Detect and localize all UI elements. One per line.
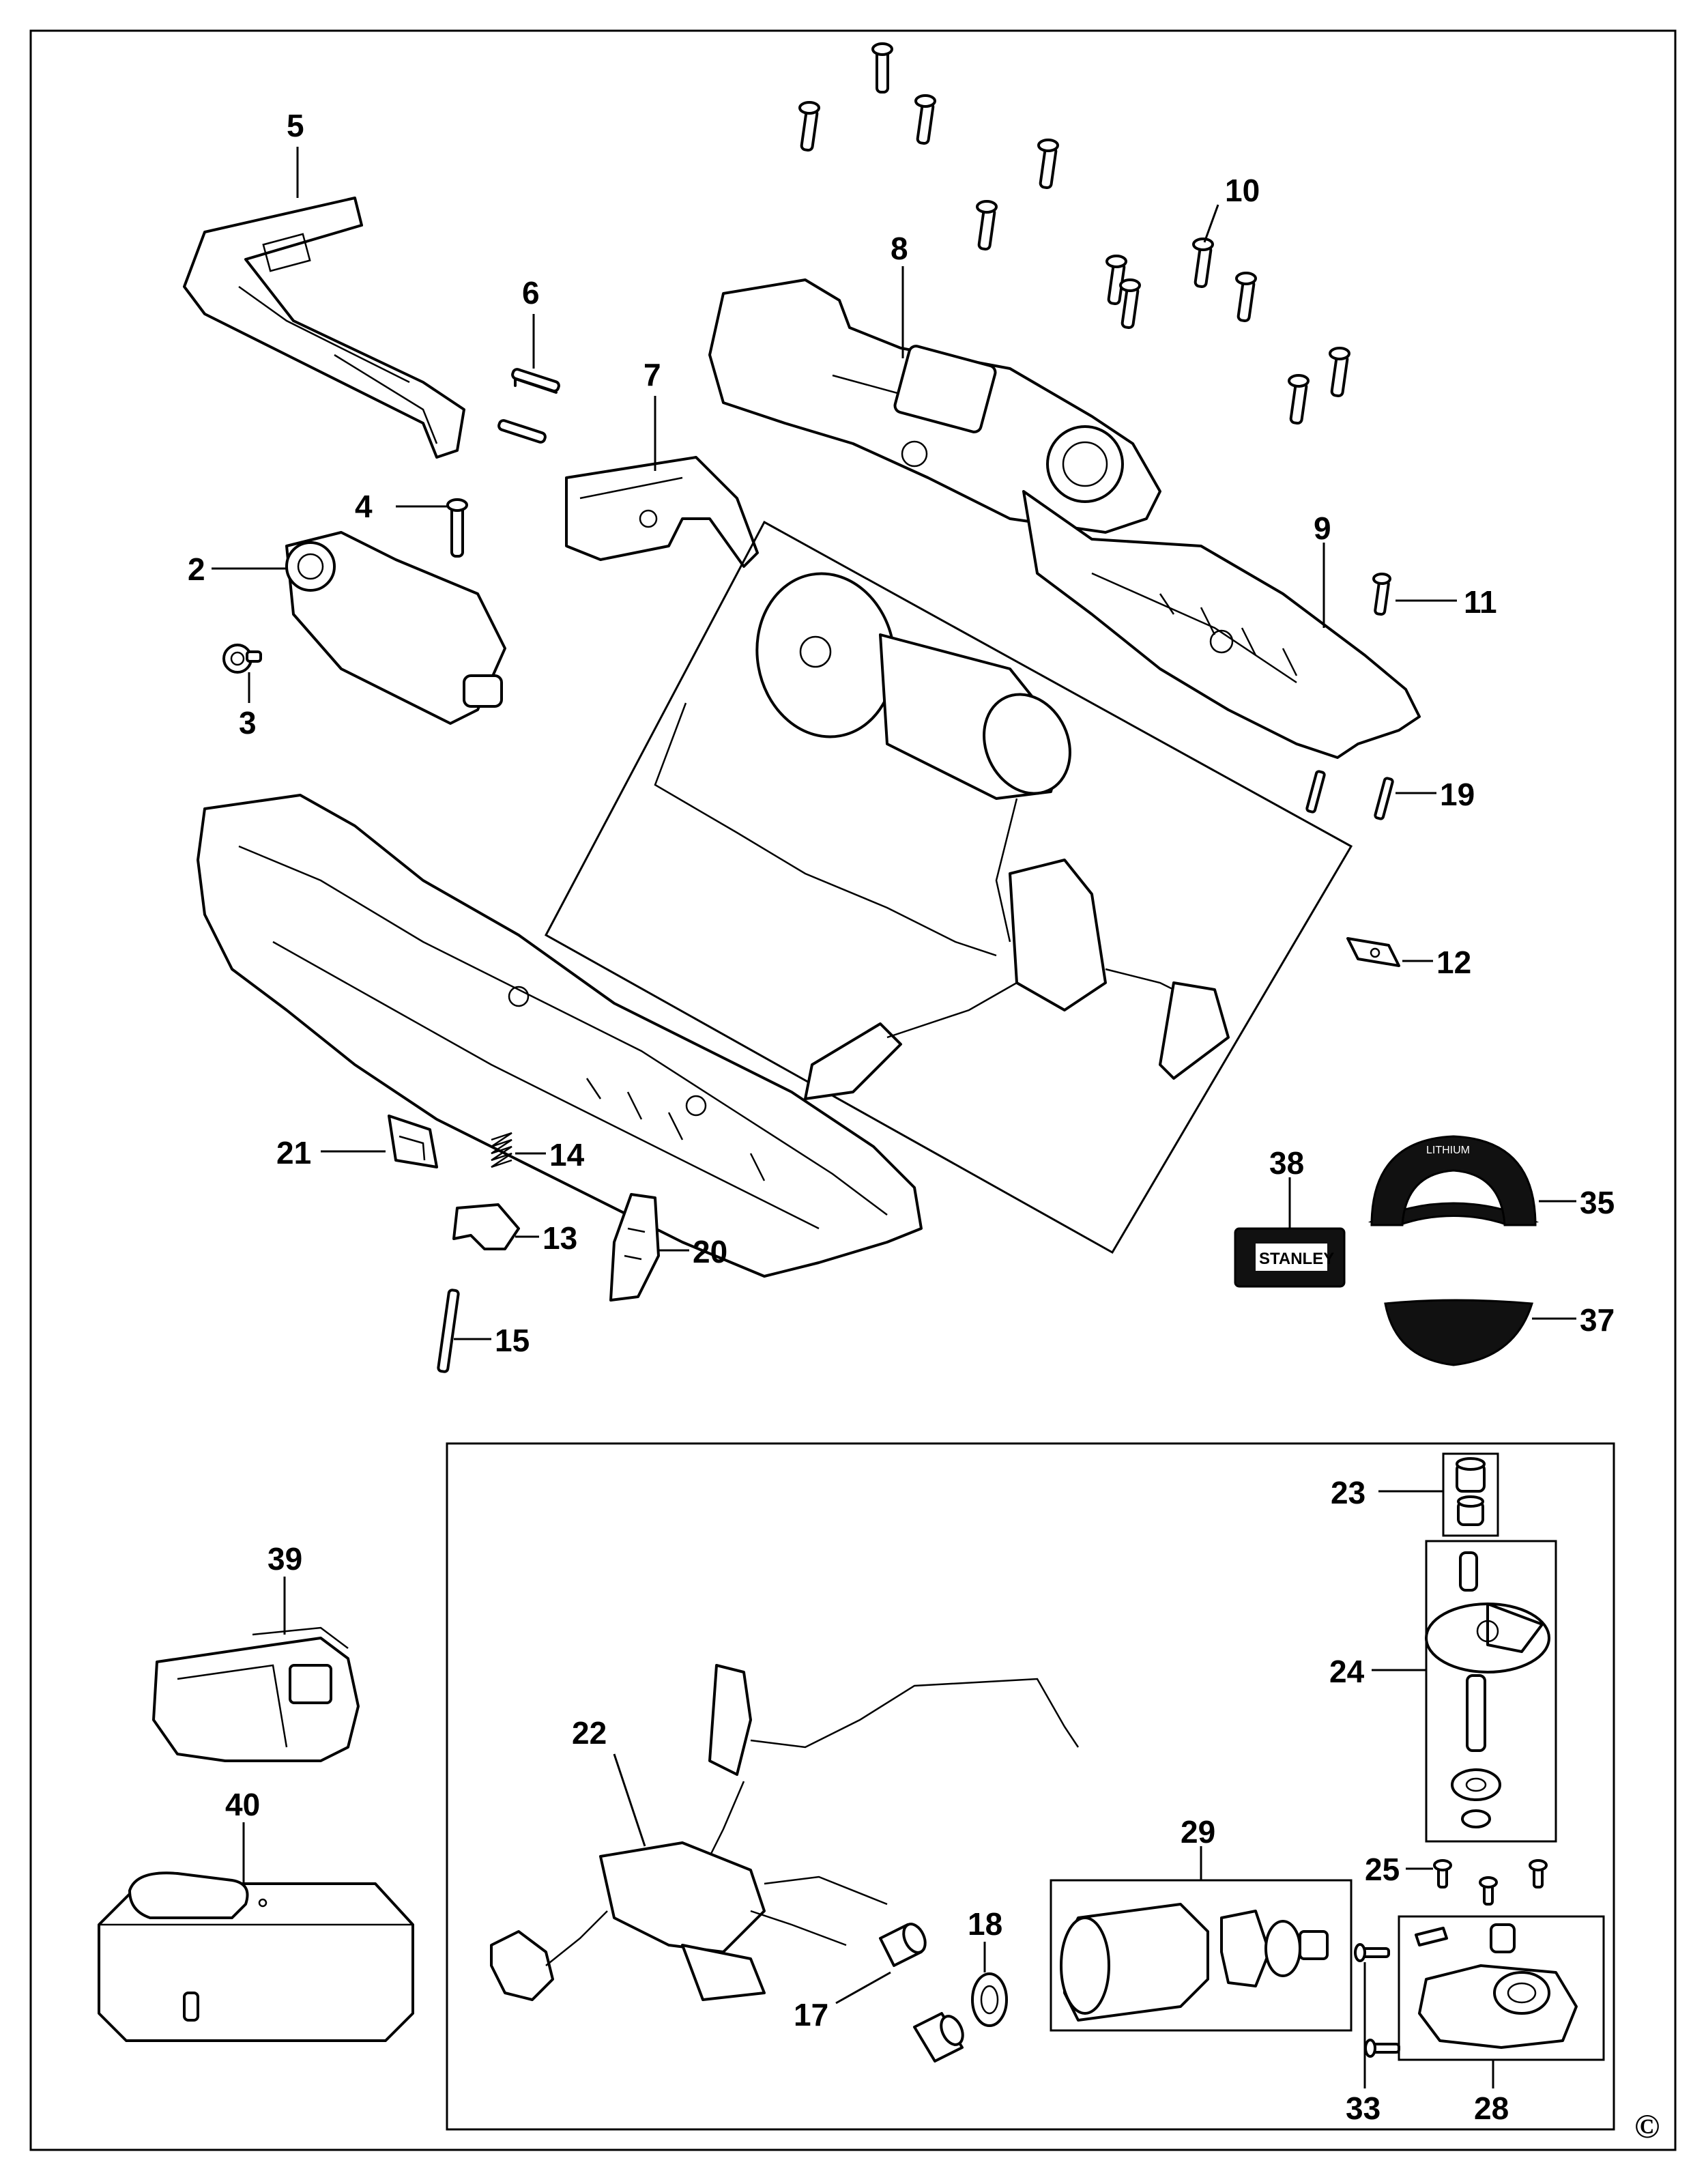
callout-10: 10: [1225, 173, 1260, 208]
part-23-bushings: [1456, 1457, 1486, 1526]
callout-38: 38: [1269, 1145, 1304, 1181]
callout-12: 12: [1436, 945, 1471, 980]
inset-motor-assembly: [654, 572, 1230, 1100]
part-28-gear-housing: [1415, 1923, 1578, 2049]
sticker-label: LITHIUM: [1426, 1145, 1470, 1156]
callout-18: 18: [968, 1906, 1002, 1942]
callout-24: 24: [1329, 1654, 1365, 1689]
callout-14: 14: [549, 1137, 585, 1173]
part-20-trigger: [609, 1193, 660, 1302]
callout-23: 23: [1331, 1475, 1365, 1510]
part-28-box: [1398, 1915, 1605, 2061]
part-6-pins: [497, 368, 560, 444]
callout-11: 11: [1464, 584, 1497, 620]
part-33-screws: [1354, 1943, 1400, 2058]
part-14-spring: [491, 1132, 512, 1168]
callout-8: 8: [891, 231, 908, 266]
callout-9: 9: [1314, 511, 1331, 546]
callout-39: 39: [268, 1541, 302, 1577]
part-5-guard: [183, 197, 465, 459]
callout-3: 3: [239, 705, 257, 741]
part-39-battery: [152, 1626, 360, 1762]
part-12-block: [1346, 937, 1400, 967]
callout-28: 28: [1474, 2090, 1509, 2126]
callout-25: 25: [1365, 1852, 1400, 1887]
callout-20: 20: [693, 1234, 727, 1269]
callout-17: 17: [794, 1997, 828, 2032]
part-19-pins: [1305, 770, 1394, 820]
inset-box-motor: [544, 520, 1353, 1254]
callout-21: 21: [276, 1135, 311, 1170]
part-37-sticker: [1384, 1299, 1533, 1366]
callout-2: 2: [188, 551, 205, 587]
callout-6: 6: [522, 275, 540, 311]
part-10-screws: [798, 42, 1350, 425]
callout-35: 35: [1580, 1185, 1615, 1220]
part-24-box: [1425, 1540, 1557, 1843]
callout-19: 19: [1440, 777, 1475, 812]
part-29-motor: [1060, 1903, 1329, 2022]
callout-37: 37: [1580, 1302, 1615, 1338]
callout-22: 22: [572, 1715, 607, 1751]
part-23-box: [1442, 1452, 1499, 1537]
callout-13: 13: [543, 1220, 577, 1256]
part-17-sleeves: [879, 1923, 964, 2063]
copyright-mark: ©: [1634, 2107, 1660, 2145]
part-38-badge: STANLEY: [1234, 1227, 1346, 1288]
badge-label: STANLEY: [1259, 1250, 1334, 1268]
part-25-screws: [1433, 1859, 1548, 1906]
part-15-pin: [437, 1289, 460, 1373]
part-24-gear: [1425, 1551, 1550, 1828]
callout-4: 4: [355, 489, 373, 524]
callout-33: 33: [1346, 2090, 1380, 2126]
part-2-clamp: [285, 531, 506, 725]
housing-lower-left: [197, 794, 923, 1278]
lower-section-box: [446, 1442, 1615, 2131]
part-11-screw: [1372, 573, 1391, 616]
part-35-sticker: LITHIUM: [1368, 1135, 1539, 1226]
part-22-switch-wiring: [490, 1664, 1080, 2001]
callout-40: 40: [225, 1787, 260, 1822]
part-13-latch: [452, 1203, 520, 1250]
callout-7: 7: [644, 357, 661, 392]
part-21-button: [388, 1115, 438, 1168]
part-7-bracket: [565, 456, 759, 568]
outer-frame: [29, 29, 1677, 2151]
part-40-charger: [98, 1871, 414, 2042]
callout-5: 5: [287, 108, 304, 143]
part-9-front-housing: [1022, 490, 1421, 759]
callout-29: 29: [1181, 1814, 1215, 1850]
part-18-washer: [971, 1972, 1008, 2027]
part-8-upper-housing: [708, 278, 1161, 534]
part-4-screw: [446, 498, 468, 558]
callout-15: 15: [495, 1323, 530, 1358]
part-3-bolt: [222, 644, 262, 674]
